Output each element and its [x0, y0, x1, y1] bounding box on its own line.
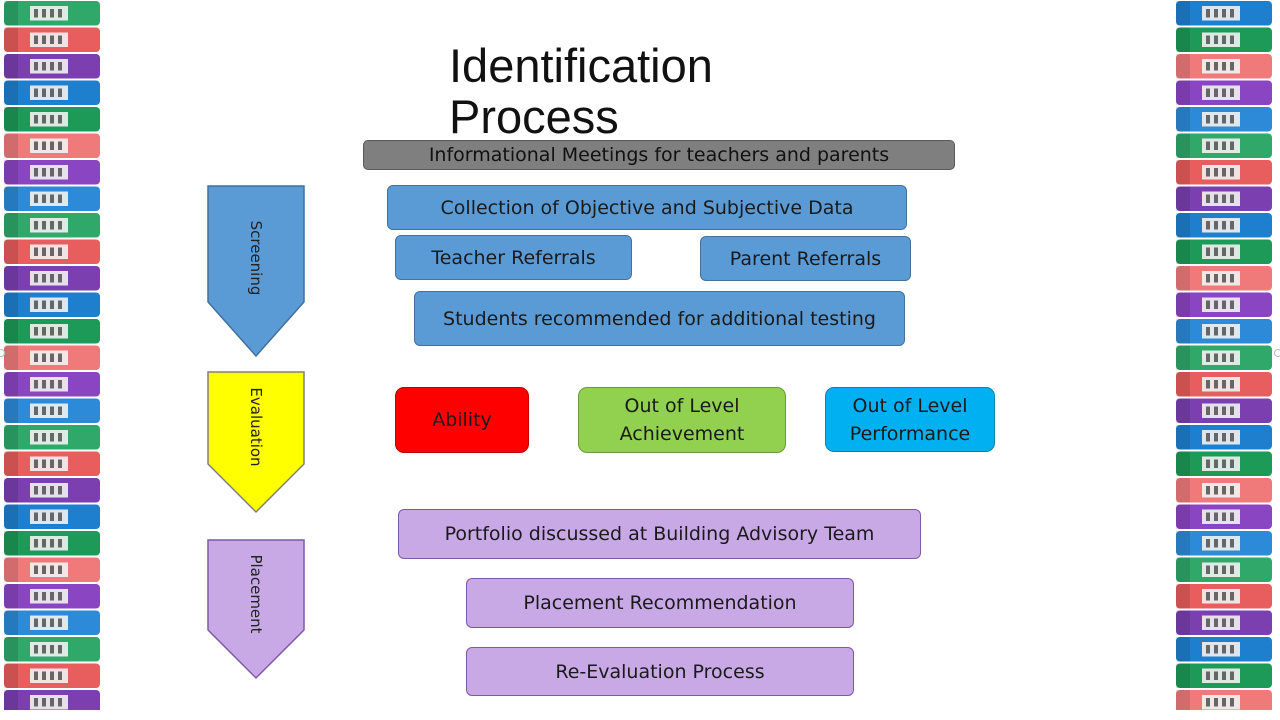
page-title: Identification Process	[449, 39, 713, 143]
evaluation-stage-label: Evaluation	[247, 387, 265, 467]
portfolio-box: Portfolio discussed at Building Advisory…	[398, 509, 921, 559]
screening-stage-label: Screening	[247, 220, 265, 296]
ability-box: Ability	[395, 387, 529, 453]
out-of-level-achievement-box: Out of Level Achievement	[578, 387, 786, 453]
placement-recommendation-box: Placement Recommendation	[466, 578, 854, 628]
parent-referrals-box: Parent Referrals	[700, 236, 911, 281]
re-evaluation-box: Re-Evaluation Process	[466, 647, 854, 696]
marker-stack-right-image	[1176, 1, 1272, 710]
informational-meetings-box: Informational Meetings for teachers and …	[363, 140, 955, 170]
collection-data-box: Collection of Objective and Subjective D…	[387, 185, 907, 230]
placement-stage-arrow	[207, 539, 305, 680]
slide-handle-left	[0, 349, 5, 357]
placement-stage-label: Placement	[247, 554, 265, 634]
marker-stack-left-image	[4, 1, 100, 710]
recommended-testing-box: Students recommended for additional test…	[414, 291, 905, 346]
out-of-level-performance-box: Out of Level Performance	[825, 387, 995, 452]
screening-stage-arrow	[207, 185, 305, 358]
evaluation-stage-arrow	[207, 371, 305, 514]
slide-handle-right	[1274, 349, 1280, 357]
teacher-referrals-box: Teacher Referrals	[395, 235, 632, 280]
